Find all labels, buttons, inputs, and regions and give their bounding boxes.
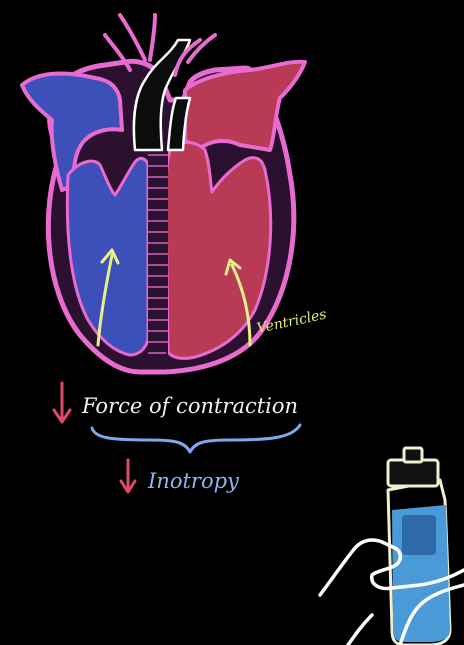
bottle-label [402, 515, 436, 555]
bottle-cap-top [404, 448, 422, 462]
force-of-contraction-label: Force of contraction [81, 394, 298, 418]
inotropy-label: Inotropy [147, 469, 240, 493]
bottle-cap [388, 460, 438, 486]
